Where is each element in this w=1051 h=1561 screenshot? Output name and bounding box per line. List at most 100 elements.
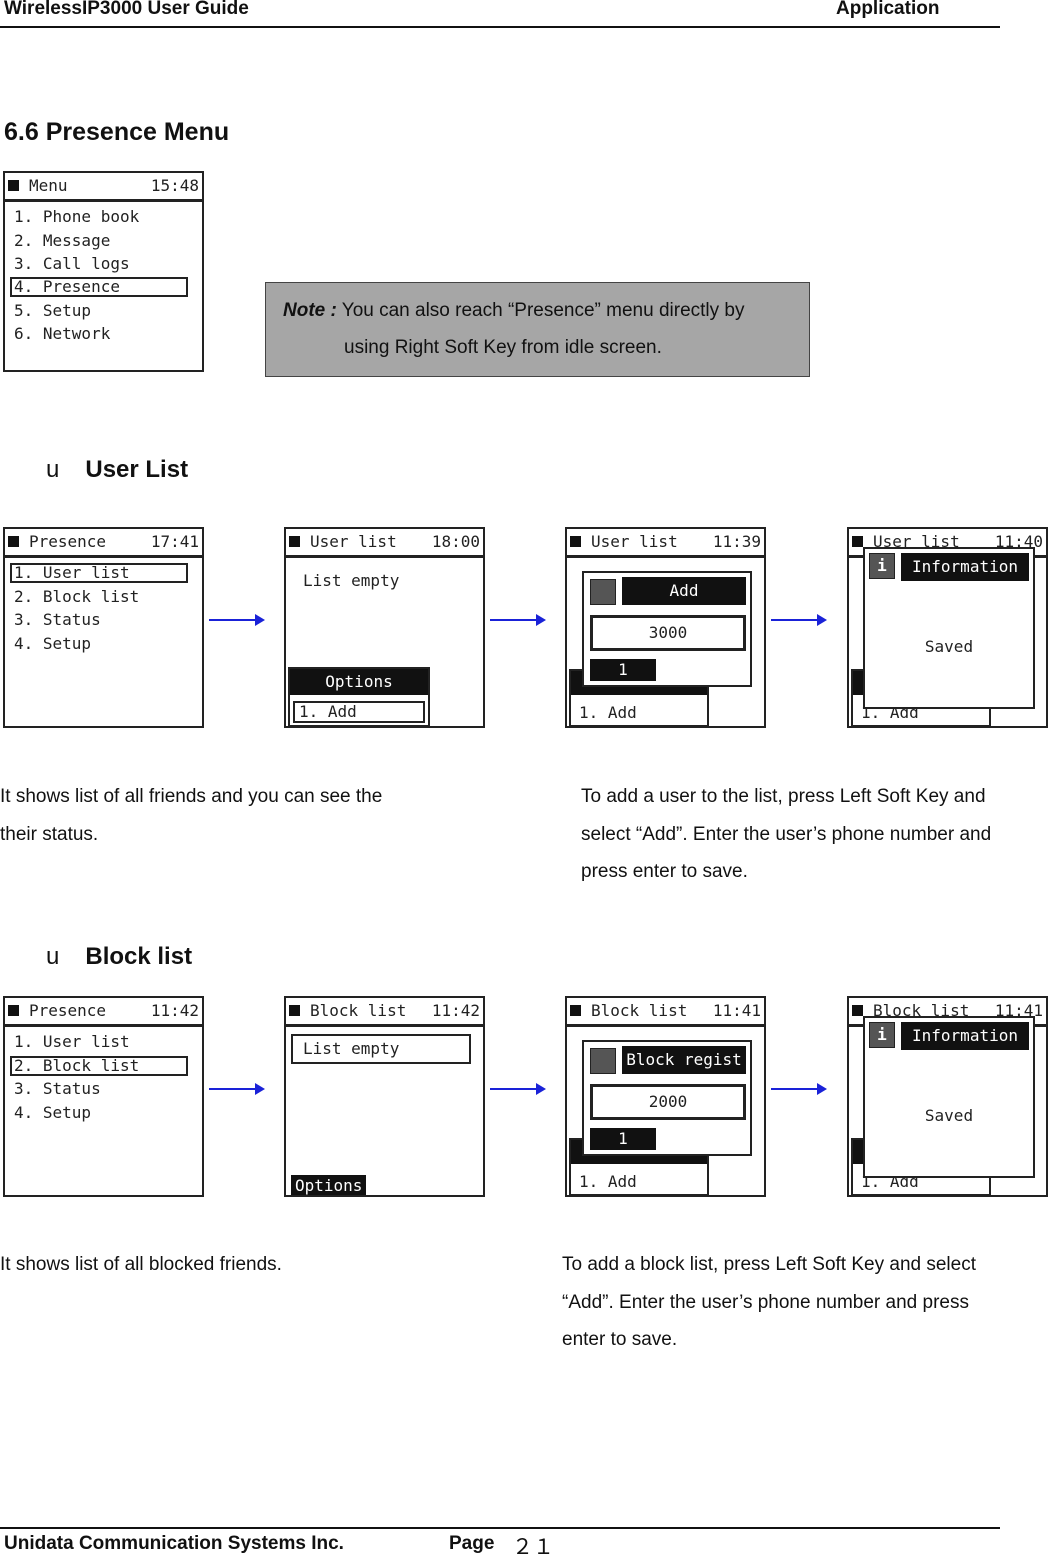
dialog-title: Add bbox=[622, 577, 746, 605]
menu-item-setup[interactable]: 5. Setup bbox=[14, 301, 92, 320]
user-list-heading-text: User List bbox=[85, 456, 189, 483]
menu-item-network[interactable]: 6. Network bbox=[14, 324, 111, 343]
note-box: Note : You can also reach “Presence” men… bbox=[265, 282, 810, 377]
title-square-icon bbox=[289, 1005, 300, 1016]
screen-title: Block list bbox=[873, 1001, 970, 1020]
arrow-right-icon bbox=[771, 1083, 827, 1095]
options-softkey[interactable]: Options bbox=[291, 1175, 367, 1195]
block-regist-dialog: Block regist 2000 1 bbox=[582, 1040, 752, 1156]
dialog-title: Information bbox=[901, 1022, 1029, 1050]
title-square-icon bbox=[289, 536, 300, 547]
menu-item-phone-book[interactable]: 1. Phone book bbox=[14, 207, 140, 226]
desc-line: To add a block list, press Left Soft Key… bbox=[562, 1254, 977, 1275]
menu-item-setup[interactable]: 4. Setup bbox=[14, 1103, 92, 1122]
arrow-right-icon bbox=[771, 614, 827, 626]
title-bar: Presence 11:42 bbox=[5, 998, 202, 1027]
screen-time: 11:39 bbox=[712, 532, 761, 551]
desc-line: It shows list of all friends and you can… bbox=[0, 786, 383, 807]
desc-line: To add a user to the list, press Left So… bbox=[581, 786, 986, 807]
header-rule bbox=[0, 26, 1000, 28]
menu-item-presence[interactable]: 4. Presence bbox=[14, 277, 120, 296]
block-presence-screen: Presence 11:42 1. User list 2. Block lis… bbox=[3, 996, 204, 1197]
screen-title: User list bbox=[873, 532, 960, 551]
desc-line: press enter to save. bbox=[581, 861, 748, 882]
menu-item-user-list[interactable]: 1. User list bbox=[14, 1032, 130, 1051]
footer-company: Unidata Communication Systems Inc. bbox=[4, 1533, 344, 1554]
screen-time: 11:41 bbox=[712, 1001, 761, 1020]
note-label: Note : bbox=[283, 300, 337, 321]
doc-header-section: Application bbox=[836, 0, 940, 19]
title-square-icon bbox=[570, 1005, 581, 1016]
user-add-screen: User list 11:39 1. Add Add 3000 1 bbox=[565, 527, 766, 728]
menu-item-user-list[interactable]: 1. User list bbox=[14, 563, 130, 582]
title-square-icon bbox=[570, 536, 581, 547]
screen-time: 15:48 bbox=[150, 176, 199, 195]
title-square-icon bbox=[852, 1005, 863, 1016]
option-add[interactable]: 1. Add bbox=[579, 1172, 637, 1191]
number-input[interactable]: 2000 bbox=[590, 1084, 746, 1120]
menu-item-call-logs[interactable]: 3. Call logs bbox=[14, 254, 130, 273]
user-list-desc-left: It shows list of all friends and you can… bbox=[0, 778, 520, 853]
menu-item-setup[interactable]: 4. Setup bbox=[14, 634, 92, 653]
desc-line: It shows list of all blocked friends. bbox=[0, 1254, 282, 1275]
arrow-right-icon bbox=[209, 614, 265, 626]
options-popup: Options 1. Add bbox=[288, 667, 430, 726]
dialog-title: Information bbox=[901, 553, 1029, 581]
block-list-heading-text: Block list bbox=[85, 943, 193, 970]
menu-item-message[interactable]: 2. Message bbox=[14, 231, 111, 250]
menu-screen: Menu 15:48 1. Phone book 2. Message 3. C… bbox=[3, 171, 204, 372]
screen-time: 11:40 bbox=[994, 532, 1043, 551]
screen-time: 18:00 bbox=[431, 532, 480, 551]
number-input[interactable]: 3000 bbox=[590, 615, 746, 651]
menu-item-block-list[interactable]: 2. Block list bbox=[14, 1056, 140, 1075]
title-square-icon bbox=[852, 536, 863, 547]
title-square-icon bbox=[8, 180, 19, 191]
screen-title: User list bbox=[591, 532, 678, 551]
info-icon: i bbox=[869, 553, 895, 579]
add-dialog: Add 3000 1 bbox=[582, 571, 752, 687]
block-saved-screen: Block list 11:41 1. Add i Information Sa… bbox=[847, 996, 1048, 1197]
user-saved-screen: User list 11:40 1. Add i Information Sav… bbox=[847, 527, 1048, 728]
arrow-right-icon bbox=[490, 1083, 546, 1095]
screen-title: Presence bbox=[29, 1001, 107, 1020]
bullet-marker: u bbox=[46, 943, 60, 970]
block-list-desc-left: It shows list of all blocked friends. bbox=[0, 1246, 520, 1284]
screen-time: 11:42 bbox=[431, 1001, 480, 1020]
desc-line: enter to save. bbox=[562, 1329, 678, 1350]
block-list-desc-right: To add a block list, press Left Soft Key… bbox=[562, 1246, 1047, 1359]
selection-highlight bbox=[10, 563, 188, 583]
screen-title: Presence bbox=[29, 532, 107, 551]
information-dialog: i Information Saved bbox=[863, 1016, 1035, 1178]
screen-time: 11:41 bbox=[994, 1001, 1043, 1020]
menu-item-block-list[interactable]: 2. Block list bbox=[14, 587, 140, 606]
doc-header-title: WirelessIP3000 User Guide bbox=[4, 0, 249, 19]
info-icon: i bbox=[869, 1022, 895, 1048]
title-bar: Block list 11:41 bbox=[849, 998, 1046, 1027]
title-bar: Menu 15:48 bbox=[5, 173, 202, 202]
user-presence-screen: Presence 17:41 1. User list 2. Block lis… bbox=[3, 527, 204, 728]
arrow-right-icon bbox=[209, 1083, 265, 1095]
list-empty-text: List empty bbox=[303, 571, 400, 590]
footer-rule bbox=[0, 1527, 1000, 1529]
index-field: 1 bbox=[590, 1128, 656, 1150]
user-list-heading: u User List bbox=[46, 456, 188, 484]
bullet-marker: u bbox=[46, 456, 60, 483]
screen-time: 11:42 bbox=[150, 1001, 199, 1020]
menu-item-status[interactable]: 3. Status bbox=[14, 1079, 101, 1098]
menu-item-status[interactable]: 3. Status bbox=[14, 610, 101, 629]
title-bar: Presence 17:41 bbox=[5, 529, 202, 558]
title-square-icon bbox=[8, 1005, 19, 1016]
section-title: 6.6 Presence Menu bbox=[4, 118, 230, 146]
screen-title: Menu bbox=[29, 176, 68, 195]
title-bar: User list 11:39 bbox=[567, 529, 764, 558]
note-line2: using Right Soft Key from idle screen. bbox=[344, 337, 662, 358]
option-add[interactable]: 1. Add bbox=[293, 701, 425, 723]
information-dialog: i Information Saved bbox=[863, 547, 1035, 709]
desc-line: select “Add”. Enter the user’s phone num… bbox=[581, 823, 992, 845]
desc-line: “Add”. Enter the user’s phone number and… bbox=[562, 1291, 969, 1313]
index-field: 1 bbox=[590, 659, 656, 681]
desc-line: their status. bbox=[0, 823, 99, 845]
option-add[interactable]: 1. Add bbox=[579, 703, 637, 722]
user-list-desc-right: To add a user to the list, press Left So… bbox=[581, 778, 1051, 891]
dialog-title: Block regist bbox=[622, 1046, 746, 1074]
